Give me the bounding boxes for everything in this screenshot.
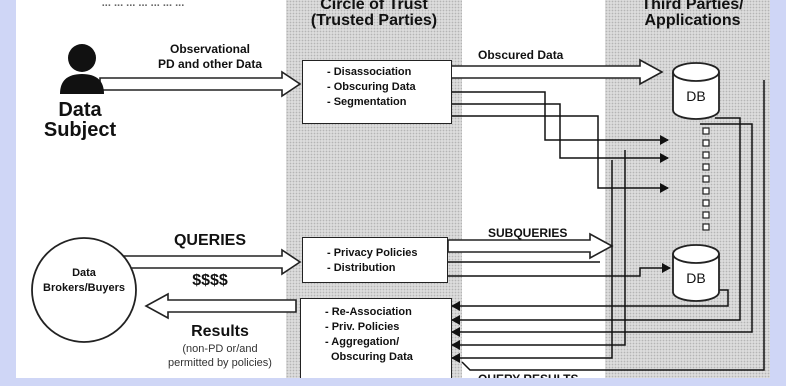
db-bottom-cylinder [672,244,720,302]
queries-label: QUERIES [173,232,246,249]
box-top-item-3: - Segmentation [327,96,407,108]
third-parties-title: Third Parties/ Applications [605,0,780,29]
results-line3: permitted by policies) [168,357,272,369]
subqueries-label: SUBQUERIES [488,226,568,240]
subqueries-arrow [447,232,614,260]
observational-line1: Observational [169,42,251,56]
box-bottom-item-2: - Priv. Policies [325,321,400,333]
box-top-item-1: - Disassociation [327,66,412,78]
dollars-label: $$$$ [192,272,228,289]
third-parties-line1: Third Parties/ [641,0,744,13]
obscured-data-label: Obscured Data [478,48,564,62]
box-bottom-item-3: - Aggregation/ [325,336,400,348]
box-mid-item-1: - Privacy Policies [327,247,418,259]
db-top-cylinder [672,62,720,120]
brokers-label: Data Brokers/Buyers [32,266,136,296]
box-bottom-item-1: - Re-Association [325,306,412,318]
query-results-label: QUERY RESULTS [478,372,579,386]
re-association-box: - Re-Association - Priv. Policies - Aggr… [300,298,452,382]
results-label: Results (non-PD or/and permitted by poli… [150,322,290,370]
results-line2: (non-PD or/and [182,343,258,355]
observational-label: Observational PD and other Data [140,42,280,72]
disassociation-box: - Disassociation - Obscuring Data - Segm… [302,60,452,124]
box-top-item-2: - Obscuring Data [327,81,416,93]
data-subject-line2: Subject [43,119,117,141]
observational-arrow [99,70,302,98]
data-subject-label: Data Subject [30,100,130,140]
obscured-data-arrow [437,58,664,86]
box-bottom-item-4: Obscuring Data [331,351,413,363]
brokers-circle [31,237,137,343]
circle-of-trust-line1: Circle of Trust [320,0,428,13]
circle-of-trust-title: Circle of Trust (Trusted Parties) [286,0,462,29]
db-top-label: DB [686,88,706,104]
third-parties-line2: Applications [644,12,741,29]
circle-of-trust-line2: (Trusted Parties) [310,12,438,29]
person-icon [60,44,104,94]
results-arrow [144,292,297,320]
db-chain [702,127,710,231]
brokers-line1: Data [72,267,96,279]
caption-fragment: ... ... ... ... ... ... ... [101,0,185,9]
brokers-line2: Brokers/Buyers [43,282,125,294]
observational-line2: PD and other Data [157,57,262,71]
results-title: Results [191,323,249,340]
privacy-policies-box: - Privacy Policies - Distribution [302,237,448,283]
box-mid-item-2: - Distribution [327,262,396,274]
db-bottom-label: DB [686,270,706,286]
data-subject-line1: Data [58,99,102,121]
